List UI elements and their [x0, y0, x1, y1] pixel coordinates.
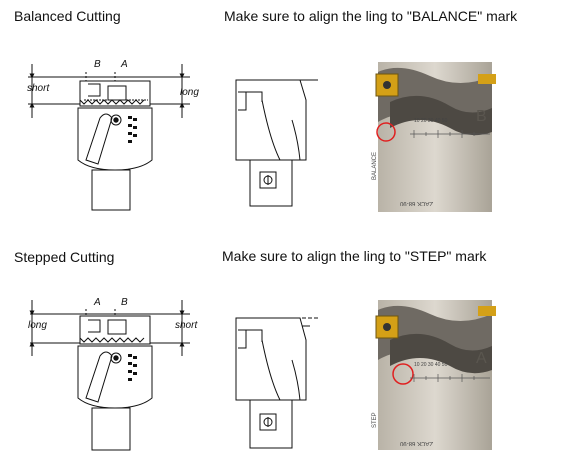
balanced-front-view: [28, 64, 190, 211]
balanced-side-view: [235, 79, 318, 207]
stepped-instruction: Make sure to align the ling to "STEP" ma…: [222, 248, 487, 264]
balanced-photo-scale: 10 20 30 40 50: [414, 118, 448, 124]
stepped-right-short-label: short: [175, 320, 198, 331]
stepped-edge-label-b: B: [121, 297, 128, 308]
stepped-side-view: [235, 317, 318, 449]
stepped-left-long-label: long: [28, 320, 47, 331]
balanced-photo-model-text: ZACK 68-90: [400, 200, 434, 206]
stepped-photo-body-marking: STEP: [372, 412, 378, 428]
stepped-photo-insert-letter: A: [476, 350, 487, 367]
stepped-photo-model-text: ZACK 68-90: [400, 440, 434, 446]
balanced-body-marks: [128, 116, 137, 143]
stepped-cutting-heading: Stepped Cutting: [14, 249, 115, 265]
stepped-photo-scale: 10 20 30 40 50: [414, 362, 448, 368]
balanced-cutting-heading: Balanced Cutting: [14, 8, 121, 24]
balanced-photo-insert-letter: B: [476, 108, 487, 125]
balanced-edge-label-a: A: [121, 59, 128, 70]
stepped-body-marks: [128, 354, 137, 381]
stepped-edge-label-a: A: [94, 297, 101, 308]
balanced-tool-photo: B 10 20 30 40 50 BALANCE ZACK 68-90: [370, 62, 500, 212]
balanced-edge-label-b: B: [94, 59, 101, 70]
balanced-left-short-label: short: [27, 83, 50, 94]
stepped-front-view: [29, 300, 190, 451]
balanced-right-long-label: long: [180, 87, 199, 98]
balanced-instruction: Make sure to align the ling to "BALANCE"…: [224, 8, 518, 24]
balanced-photo-body-marking: BALANCE: [372, 151, 378, 180]
stepped-tool-photo: A 10 20 30 40 50 STEP ZACK 68-90: [370, 300, 500, 450]
